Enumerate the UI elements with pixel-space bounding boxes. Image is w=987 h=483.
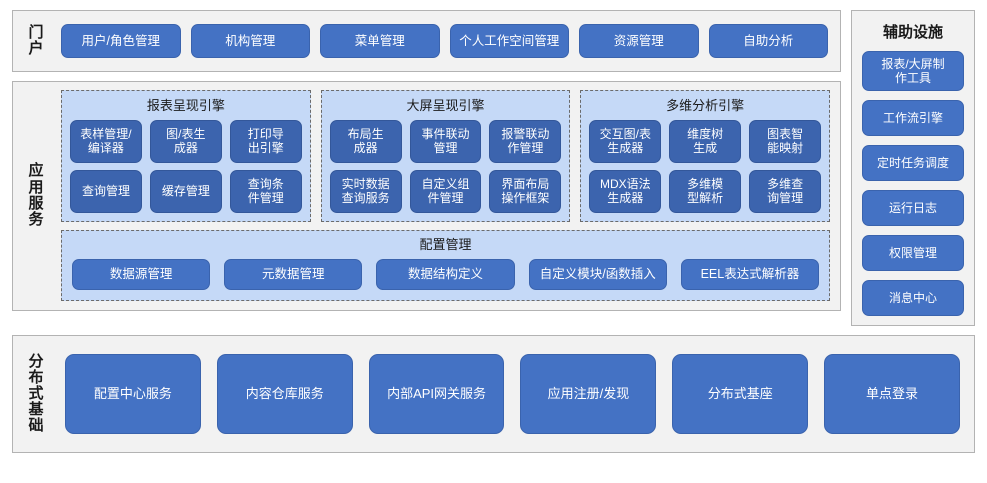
engine-panel-bigscreen-title: 大屏呈现引擎 bbox=[406, 98, 485, 113]
bigscreen-button-alarm-linkage-action-management[interactable]: 报警联动 作管理 bbox=[489, 119, 562, 163]
report-button-cache-management[interactable]: 缓存管理 bbox=[149, 169, 222, 213]
portal-section-label: 门 户 bbox=[28, 23, 44, 57]
report-button-query-condition-management[interactable]: 查询条 件管理 bbox=[229, 169, 302, 213]
portal-button-resource-management[interactable]: 资源管理 bbox=[579, 24, 699, 58]
engine-panel-multidimensional: 多维分析引擎 交互图/表 生成器 维度树 生成 图表智 能映射 MDX语法 生成… bbox=[580, 90, 831, 222]
aux-button-message-center[interactable]: 消息中心 bbox=[862, 280, 964, 316]
base-button-app-registration-discovery[interactable]: 应用注册/发现 bbox=[520, 354, 657, 434]
portal-button-row: 用户/角色管理 机构管理 菜单管理 个人工作空间管理 资源管理 自助分析 bbox=[59, 11, 840, 71]
config-button-data-structure-definition[interactable]: 数据结构定义 bbox=[376, 258, 515, 290]
multidim-button-dimension-tree-generation[interactable]: 维度树 生成 bbox=[669, 119, 742, 163]
bigscreen-button-custom-component-management[interactable]: 自定义组 件管理 bbox=[409, 169, 482, 213]
config-button-eel-expression-parser[interactable]: EEL表达式解析器 bbox=[680, 258, 820, 290]
upper-region: 门 户 用户/角色管理 机构管理 菜单管理 个人工作空间管理 资源管理 自助分析… bbox=[12, 10, 975, 326]
portal-section: 门 户 用户/角色管理 机构管理 菜单管理 个人工作空间管理 资源管理 自助分析 bbox=[12, 10, 841, 72]
bigscreen-button-realtime-data-query-service[interactable]: 实时数据 查询服务 bbox=[329, 169, 402, 213]
config-button-datasource-management[interactable]: 数据源管理 bbox=[72, 258, 211, 290]
aux-button-permission-management[interactable]: 权限管理 bbox=[862, 235, 964, 271]
bigscreen-button-layout-generator[interactable]: 布局生 成器 bbox=[329, 119, 402, 163]
application-service-section: 应 用 服 务 报表呈现引擎 表样管理/ 编译器 图/表生 成器 打印导 出引擎… bbox=[12, 81, 841, 311]
portal-button-org-management[interactable]: 机构管理 bbox=[190, 24, 310, 58]
engine-panel-bigscreen: 大屏呈现引擎 布局生 成器 事件联动 管理 报警联动 作管理 实时数据 查询服务… bbox=[320, 90, 571, 222]
engine-panel-report: 报表呈现引擎 表样管理/ 编译器 图/表生 成器 打印导 出引擎 查询管理 缓存… bbox=[61, 90, 311, 222]
application-service-section-label: 应 用 服 务 bbox=[28, 162, 44, 228]
portal-button-user-role-management[interactable]: 用户/角色管理 bbox=[61, 24, 181, 58]
portal-button-personal-workspace-management[interactable]: 个人工作空间管理 bbox=[449, 24, 569, 58]
multidim-button-chart-smart-mapping[interactable]: 图表智 能映射 bbox=[749, 119, 822, 163]
config-management-panel: 配置管理 数据源管理 元数据管理 数据结构定义 自定义模块/函数插入 EEL表达… bbox=[61, 229, 830, 301]
engine-panel-multidimensional-grid: 交互图/表 生成器 维度树 生成 图表智 能映射 MDX语法 生成器 多维模 型… bbox=[589, 119, 822, 213]
multidim-button-multidimensional-query-management[interactable]: 多维查 询管理 bbox=[749, 169, 822, 213]
engine-panel-multidimensional-title: 多维分析引擎 bbox=[666, 98, 745, 113]
engine-panel-report-title: 报表呈现引擎 bbox=[146, 98, 225, 113]
engine-panel-bigscreen-grid: 布局生 成器 事件联动 管理 报警联动 作管理 实时数据 查询服务 自定义组 件… bbox=[329, 119, 562, 213]
auxiliary-facilities-list: 报表/大屏制 作工具 工作流引擎 定时任务调度 运行日志 权限管理 消息中心 bbox=[862, 51, 964, 316]
auxiliary-facilities-title: 辅助设施 bbox=[882, 24, 943, 41]
base-button-internal-api-gateway-service[interactable]: 内部API网关服务 bbox=[368, 354, 505, 434]
report-button-query-management[interactable]: 查询管理 bbox=[70, 169, 142, 213]
base-button-content-repository-service[interactable]: 内容仓库服务 bbox=[216, 354, 353, 434]
multidim-button-multidimensional-model-parsing[interactable]: 多维模 型解析 bbox=[669, 169, 742, 213]
multidim-button-interactive-chart-table-generator[interactable]: 交互图/表 生成器 bbox=[589, 119, 662, 163]
auxiliary-facilities-section: 辅助设施 报表/大屏制 作工具 工作流引擎 定时任务调度 运行日志 权限管理 消… bbox=[851, 10, 975, 326]
report-button-chart-table-generator[interactable]: 图/表生 成器 bbox=[149, 119, 222, 163]
portal-button-menu-management[interactable]: 菜单管理 bbox=[320, 24, 440, 58]
engine-panel-row: 报表呈现引擎 表样管理/ 编译器 图/表生 成器 打印导 出引擎 查询管理 缓存… bbox=[61, 90, 831, 222]
multidim-button-mdx-syntax-generator[interactable]: MDX语法 生成器 bbox=[589, 169, 662, 213]
config-management-title: 配置管理 bbox=[419, 236, 472, 252]
aux-button-runtime-log[interactable]: 运行日志 bbox=[862, 190, 964, 226]
bigscreen-button-ui-layout-operation-framework[interactable]: 界面布局 操作框架 bbox=[489, 169, 562, 213]
base-button-distributed-foundation[interactable]: 分布式基座 bbox=[672, 354, 809, 434]
distributed-base-section: 分 布 式 基 础 配置中心服务 内容仓库服务 内部API网关服务 应用注册/发… bbox=[12, 335, 975, 453]
base-button-single-sign-on[interactable]: 单点登录 bbox=[824, 354, 960, 434]
aux-button-report-bigscreen-authoring-tool[interactable]: 报表/大屏制 作工具 bbox=[862, 51, 964, 91]
config-button-custom-module-function-insert[interactable]: 自定义模块/函数插入 bbox=[528, 258, 667, 290]
application-service-content: 报表呈现引擎 表样管理/ 编译器 图/表生 成器 打印导 出引擎 查询管理 缓存… bbox=[59, 82, 840, 310]
aux-button-scheduled-task-scheduling[interactable]: 定时任务调度 bbox=[862, 145, 964, 181]
base-button-config-center-service[interactable]: 配置中心服务 bbox=[65, 354, 201, 434]
upper-left-column: 门 户 用户/角色管理 机构管理 菜单管理 个人工作空间管理 资源管理 自助分析… bbox=[12, 10, 841, 311]
distributed-base-button-row: 配置中心服务 内容仓库服务 内部API网关服务 应用注册/发现 分布式基座 单点… bbox=[59, 336, 974, 452]
bigscreen-button-event-linkage-management[interactable]: 事件联动 管理 bbox=[409, 119, 482, 163]
portal-button-self-service-analysis[interactable]: 自助分析 bbox=[708, 24, 828, 58]
distributed-base-section-label: 分 布 式 基 础 bbox=[28, 352, 44, 435]
aux-button-workflow-engine[interactable]: 工作流引擎 bbox=[862, 100, 964, 136]
config-management-row: 数据源管理 元数据管理 数据结构定义 自定义模块/函数插入 EEL表达式解析器 bbox=[72, 258, 820, 290]
report-button-template-management-compiler[interactable]: 表样管理/ 编译器 bbox=[70, 119, 142, 163]
report-button-print-export-engine[interactable]: 打印导 出引擎 bbox=[229, 119, 302, 163]
config-button-metadata-management[interactable]: 元数据管理 bbox=[224, 258, 363, 290]
engine-panel-report-grid: 表样管理/ 编译器 图/表生 成器 打印导 出引擎 查询管理 缓存管理 查询条 … bbox=[70, 119, 302, 213]
